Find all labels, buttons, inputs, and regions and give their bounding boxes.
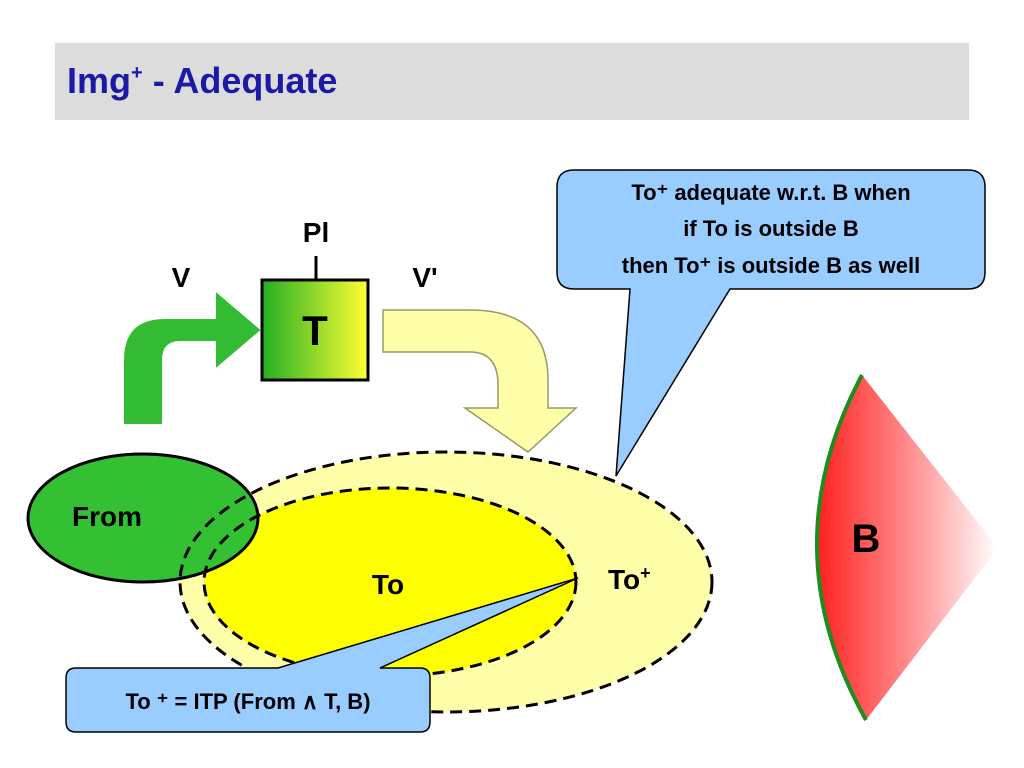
b-region — [816, 375, 998, 720]
slide-title: Img+ - Adequate — [67, 59, 337, 103]
callout-top-line1: To⁺ adequate w.r.t. B when — [631, 180, 910, 205]
b-label: B — [852, 517, 881, 561]
b-border — [815, 374, 868, 721]
title-suffix: - Adequate — [142, 60, 338, 101]
from-region — [26, 452, 260, 584]
callout-top-line2: if To is outside B — [683, 216, 859, 241]
callout-top-bubble — [556, 169, 986, 477]
callout-bottom-text: To ⁺ = ITP (From ∧ T, B) — [125, 689, 370, 714]
title-bar: Img+ - Adequate — [55, 43, 969, 120]
title-superscript: + — [131, 62, 143, 84]
to-plus-label: To+ — [608, 563, 651, 595]
to-plus-text: To — [608, 564, 640, 595]
to-region — [202, 486, 578, 678]
title-main: Img — [67, 60, 132, 101]
callout-top-line3: then To⁺ is outside B as well — [622, 253, 920, 278]
transformer-label: T — [302, 307, 328, 354]
to-label: To — [372, 569, 404, 600]
to-plus-superscript: + — [640, 563, 651, 583]
v-prime-label: V' — [412, 262, 437, 293]
pl-label: Pl — [303, 217, 329, 248]
callout-bottom-bubble — [65, 577, 579, 733]
from-label: From — [72, 501, 142, 532]
v-label: V — [172, 262, 191, 293]
v-prime-arrow — [382, 309, 578, 453]
v-arrow — [122, 287, 264, 426]
